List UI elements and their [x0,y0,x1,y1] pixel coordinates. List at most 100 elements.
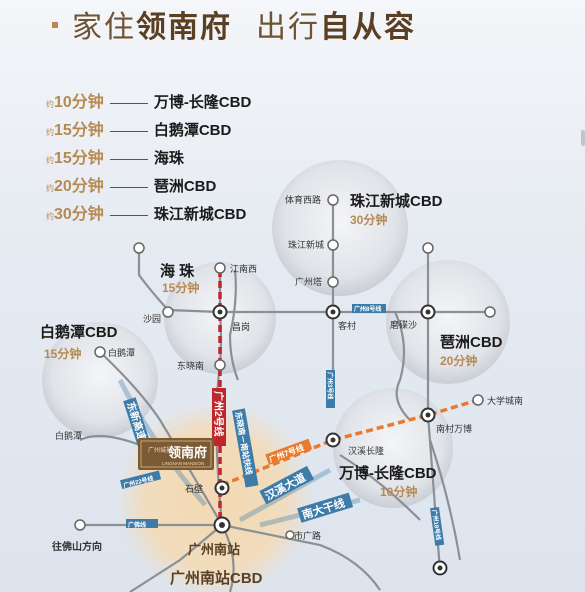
zhujiang-name: 珠江新城CBD [350,192,443,210]
dash-line [109,158,148,160]
travel-duration: 15分钟 [54,122,104,139]
dash-line [109,214,148,216]
line3-text: 广州3号线 [326,372,334,399]
nancun-core [425,412,431,418]
bottom-right-core [437,565,443,571]
mojiao-core [425,309,431,315]
station-foshan-dot [74,519,86,531]
header-bullet [52,22,58,28]
header-prefix-bold: 领南府 [136,10,232,45]
station-shayuan-dot [162,306,174,318]
label-shayuan: 沙园 [143,314,161,324]
header-suffix-bold: 自从容 [320,10,416,45]
scrollbar-handle[interactable] [581,130,585,146]
dash-line [109,102,148,104]
label-baietan-st: 白鹅潭 [108,347,135,358]
approx-mark: 约 [46,212,54,221]
approx-mark: 约 [46,128,54,137]
haizhu-time: 15分钟 [162,280,199,295]
project-marker[interactable]: 广州城投 领南府 LINGNAN MANSION [138,438,214,470]
approx-mark: 约 [46,184,54,193]
station-dongxiao-nan-dot [214,359,226,371]
station-top-left-dot [133,242,145,254]
dash-line [109,130,148,132]
travel-duration: 20分钟 [54,178,104,195]
baietan-time: 15分钟 [44,346,81,361]
line3-badge: 广州3号线 [326,370,335,408]
baietan-name: 白鹅潭CBD [40,323,118,341]
line8-badge: 广州8号线 [352,304,386,313]
travel-destination: 万博-长隆CBD [153,94,252,111]
line2-text: 广州2号线 [212,391,225,437]
project-name: 领南府 [168,445,207,461]
station-jiangnan-xi-dot [214,262,226,274]
travel-duration: 15分钟 [54,150,104,167]
travel-time-row: 约15分钟 白鹅潭CBD [46,116,231,140]
pazhou-name: 琶洲CBD [440,334,503,351]
zhujiang-time: 30分钟 [350,212,387,227]
line7-path [221,398,479,487]
header-prefix: 家住 [72,10,136,45]
travel-destination: 海珠 [153,150,184,167]
station-tiyu-xilu-dot [327,194,339,206]
travel-destination: 珠江新城CBD [153,206,247,223]
project-sub: LINGNAN MANSION [162,461,204,466]
label-tiyu-xilu: 体育西路 [285,194,321,205]
travel-destination: 琶洲CBD [153,178,217,195]
haizhu-name: 海 珠 [160,262,195,280]
travel-duration: 30分钟 [54,206,104,223]
label-shiguang-lu: 市广路 [294,530,321,541]
hanxi-core [330,437,336,443]
gf-line-text: 广佛线 [128,521,146,529]
label-changgang: 昌岗 [232,322,250,332]
travel-time-row: 约10分钟万博-长隆CBD [46,88,251,112]
station-baietan-dot [94,346,106,358]
label-wang-foshan: 往佛山方向 [52,540,102,553]
travel-destination: 白鹅潭CBD [153,122,232,139]
dash-line [109,186,148,188]
line2-badge: 广州2号线 [212,388,226,446]
label-zhujiang-xincheng: 珠江新城 [288,239,324,250]
label-guangzhou-ta: 广州塔 [295,276,322,287]
station-zhujiang-xincheng-dot [327,239,339,251]
label-kecun: 客村 [338,320,356,331]
label-nancun-wanbo: 南村万博 [436,423,472,434]
line18-badge: 广州18号线 [430,507,445,546]
travel-time-row: 约15分钟 海珠 [46,144,184,168]
line8-text: 广州8号线 [354,305,381,313]
pazhou-time: 20分钟 [440,353,477,368]
station-shiguang-lu-dot [285,530,295,540]
wanbo-name: 万博-长隆CBD [338,464,437,482]
project-brand: 广州城投 [148,446,172,454]
header-suffix: 出行 [256,10,320,45]
station-guangzhou-ta-dot [327,276,339,288]
gf-line-badge: 广佛线 [126,519,158,529]
zhujiang-bubble [272,160,408,296]
changgang-core [217,309,223,315]
station-pazhou-east-dot [484,306,496,318]
label-shibi: 石壁 [185,483,203,494]
station-daxuecheng-nan-dot [472,394,484,406]
header-title: 家住领南府出行自从容 [72,2,416,46]
label-baietan-low: 白鹅潭 [55,430,82,441]
wanbo-time: 10分钟 [380,484,417,499]
nanzhan-station-name: 广州南站 [188,542,240,557]
label-dongxiao-nan: 东晓南 [177,360,204,371]
travel-time-row: 约30分钟 珠江新城CBD [46,200,246,224]
hanxi-road-path [238,467,332,523]
pazhou-bubble [386,260,510,384]
approx-mark: 约 [46,100,54,109]
label-mojiao-sha: 磨碟沙 [390,320,417,330]
label-hanxi-changlong: 汉溪长隆 [348,445,384,456]
travel-time-row: 约20分钟 琶洲CBD [46,172,216,196]
label-jiangnan-xi: 江南西 [230,263,257,274]
shibi-core [219,485,225,491]
label-daxuecheng-nan: 大学城南 [487,395,523,406]
approx-mark: 约 [46,156,54,165]
station-top-right-dot [422,242,434,254]
nanzhan-core [219,522,225,528]
kecun-core [330,309,336,315]
nanzhan-cbd-name: 广州南站CBD [170,569,263,587]
